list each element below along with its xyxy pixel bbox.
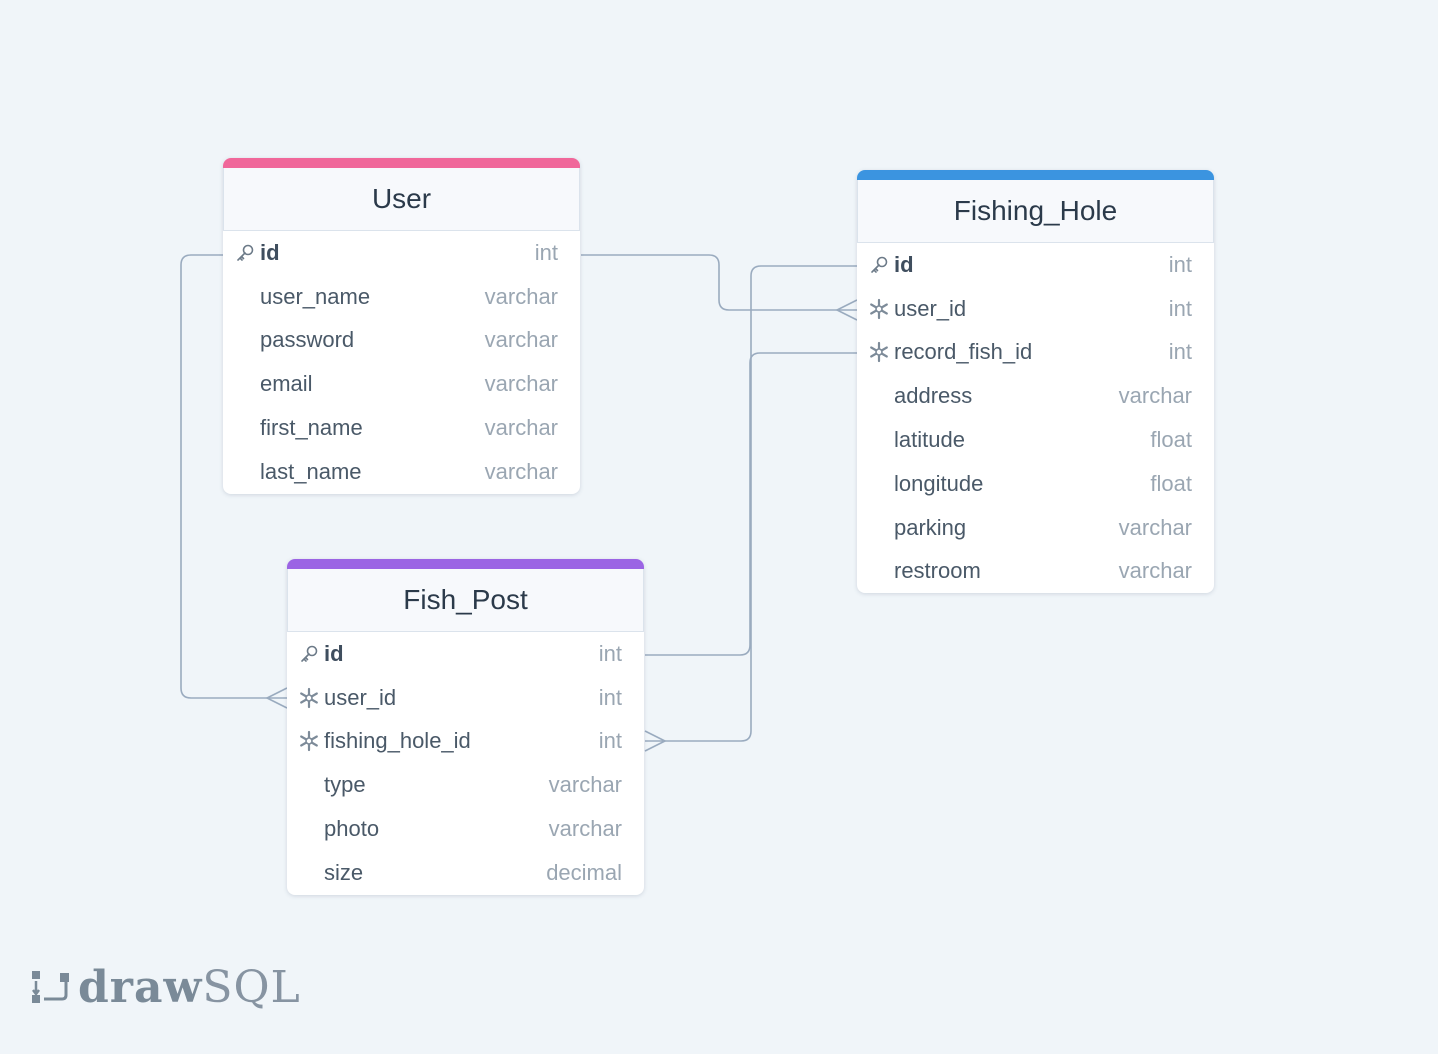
relation-user-fishing-hole [581, 254, 857, 311]
foreign-key-icon [868, 298, 890, 320]
relation-fish-post-record [645, 352, 857, 656]
field-type: varchar [1118, 514, 1192, 540]
field-name: size [324, 859, 364, 885]
field-row-size[interactable]: size decimal [287, 851, 644, 895]
field-type: decimal [546, 859, 622, 885]
field-row-last-name[interactable]: last_name varchar [223, 450, 580, 494]
field-type: int [534, 239, 558, 265]
crows-foot-many [265, 687, 288, 709]
field-type: int [598, 728, 622, 754]
field-type: varchar [484, 415, 558, 441]
field-name: email [260, 371, 313, 397]
field-type: int [1168, 295, 1192, 321]
field-type: varchar [1118, 558, 1192, 584]
field-name: user_name [260, 283, 371, 309]
field-row-user-id[interactable]: user_id int [287, 676, 644, 720]
field-name: id [324, 640, 344, 666]
field-type: varchar [484, 327, 558, 353]
field-name: user_id [894, 295, 967, 321]
foreign-key-icon [298, 730, 320, 752]
field-type: float [1150, 470, 1192, 496]
field-row-id[interactable]: id int [287, 632, 644, 676]
table-title[interactable]: Fish_Post [287, 569, 644, 632]
field-name: first_name [260, 415, 363, 441]
field-row-user-name[interactable]: user_name varchar [223, 275, 580, 319]
field-name: latitude [894, 427, 965, 453]
field-name: user_id [324, 684, 397, 710]
table-title[interactable]: Fishing_Hole [857, 180, 1214, 243]
field-row-password[interactable]: password varchar [223, 319, 580, 363]
field-type: varchar [484, 371, 558, 397]
field-name: parking [894, 514, 967, 540]
field-name: longitude [894, 470, 984, 496]
key-icon [298, 643, 320, 665]
field-type: int [598, 684, 622, 710]
crows-foot-many [644, 730, 667, 752]
field-row-type[interactable]: type varchar [287, 763, 644, 807]
field-row-user-id[interactable]: user_id int [857, 287, 1214, 331]
field-type: varchar [548, 816, 622, 842]
field-name: address [894, 383, 973, 409]
field-row-latitude[interactable]: latitude float [857, 418, 1214, 462]
logo-text-draw: draw [78, 962, 203, 1013]
field-row-id[interactable]: id int [857, 243, 1214, 287]
table-color-bar [287, 559, 644, 569]
field-type: int [1168, 251, 1192, 277]
field-row-address[interactable]: address varchar [857, 374, 1214, 418]
field-row-parking[interactable]: parking varchar [857, 506, 1214, 550]
field-type: int [598, 640, 622, 666]
field-type: varchar [548, 772, 622, 798]
field-row-restroom[interactable]: restroom varchar [857, 550, 1214, 594]
field-type: int [1168, 339, 1192, 365]
field-name: id [260, 239, 280, 265]
table-title[interactable]: User [223, 168, 580, 231]
field-row-email[interactable]: email varchar [223, 362, 580, 406]
foreign-key-icon [298, 687, 320, 709]
relation-user-fish-post [180, 254, 287, 699]
drawsql-logo-icon [30, 963, 70, 1012]
field-name: restroom [894, 558, 981, 584]
key-icon [868, 254, 890, 276]
field-name: type [324, 772, 366, 798]
field-row-id[interactable]: id int [223, 231, 580, 275]
relation-fishing-hole-fish-post [645, 265, 857, 742]
field-row-photo[interactable]: photo varchar [287, 807, 644, 851]
crows-foot-many [835, 299, 858, 321]
foreign-key-icon [868, 341, 890, 363]
field-type: float [1150, 427, 1192, 453]
logo-text-sql: SQL [202, 962, 301, 1013]
table-color-bar [857, 170, 1214, 180]
field-row-record-fish-id[interactable]: record_fish_id int [857, 331, 1214, 375]
field-name: password [260, 327, 355, 353]
field-row-first-name[interactable]: first_name varchar [223, 406, 580, 450]
key-icon [234, 242, 256, 264]
field-name: fishing_hole_id [324, 728, 471, 754]
field-type: varchar [484, 283, 558, 309]
field-type: varchar [1118, 383, 1192, 409]
field-row-longitude[interactable]: longitude float [857, 462, 1214, 506]
field-name: record_fish_id [894, 339, 1033, 365]
field-name: id [894, 251, 914, 277]
field-name: photo [324, 816, 380, 842]
drawsql-logo[interactable]: drawSQL [30, 962, 301, 1013]
field-row-fishing-hole-id[interactable]: fishing_hole_id int [287, 720, 644, 764]
drawsql-wordmark: drawSQL [78, 962, 301, 1013]
table-color-bar [223, 158, 580, 168]
field-type: varchar [484, 458, 558, 484]
field-name: last_name [260, 458, 362, 484]
